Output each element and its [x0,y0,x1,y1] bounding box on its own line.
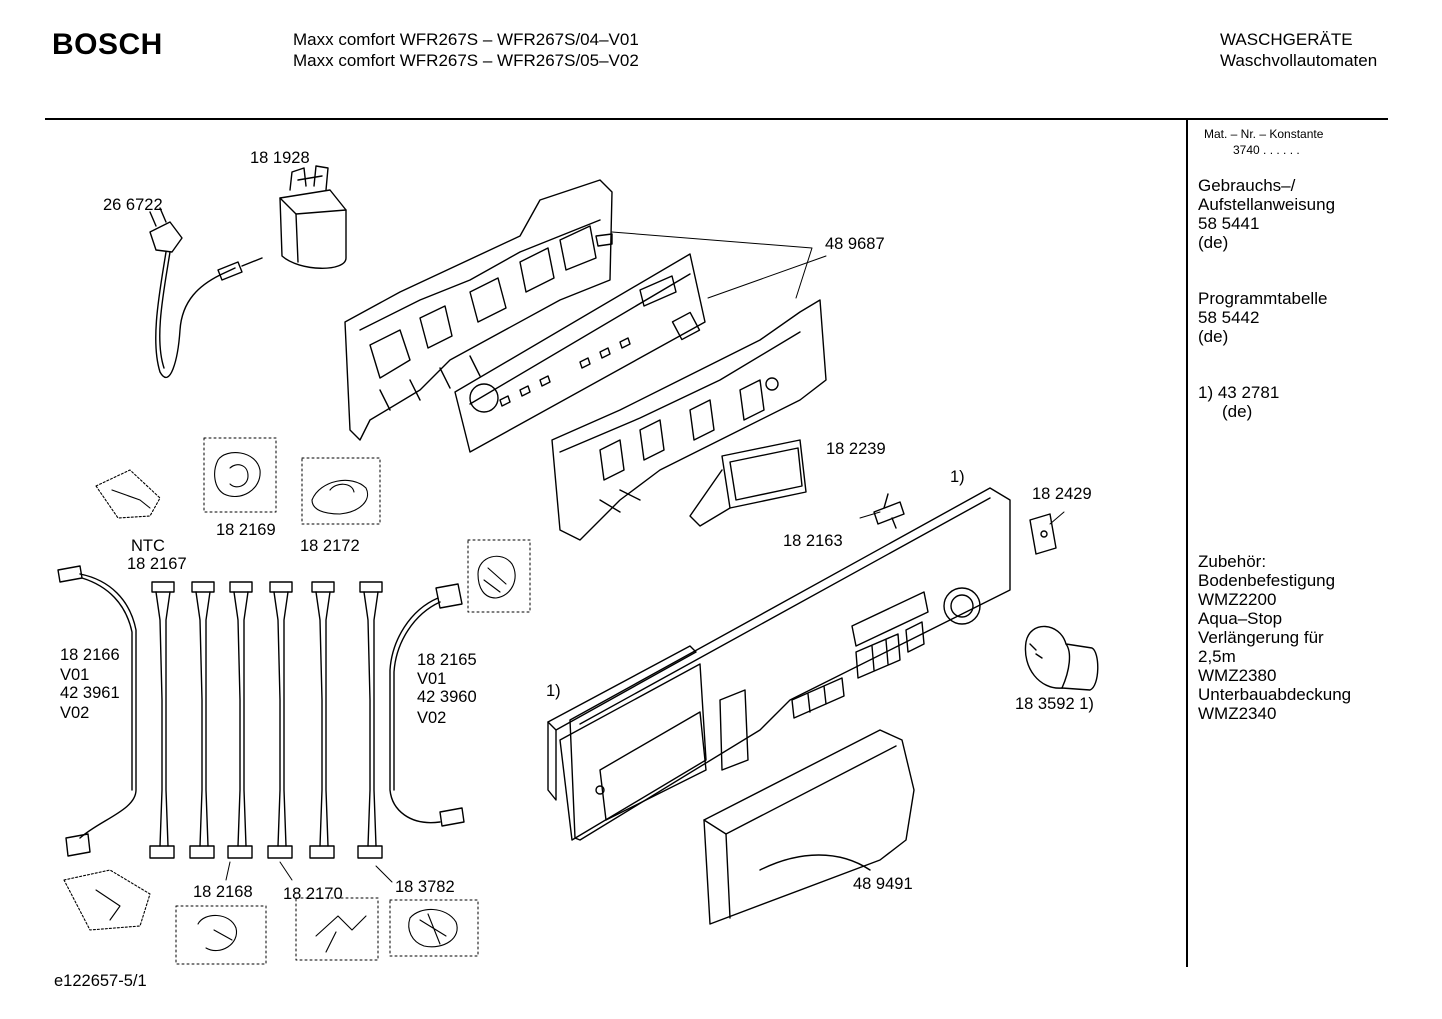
part-label-489491: 48 9491 [853,875,913,893]
component-sketch-contents [63,452,516,953]
part-label-183782: 18 3782 [395,878,455,896]
program-table-block: Programmtabelle 58 5442 (de) [1198,289,1327,346]
leader-lines [225,231,1065,883]
material-number-heading: Mat. – Nr. – Konstante [1204,127,1324,141]
part-label-182165: 18 2165 [417,651,477,669]
part-label-note-seal: 1) [546,682,561,700]
accessory-line: WMZ2340 [1198,704,1277,723]
part-label-423960-variant: V02 [417,709,447,727]
exploded-parts-drawing [57,165,1099,965]
control-frame-lower-illustration [551,299,827,541]
manual-line: (de) [1198,233,1229,252]
accessory-line: Unterbauabdeckung [1198,685,1352,704]
part-label-182163: 18 2163 [783,532,843,550]
accessory-line: WMZ2380 [1198,666,1277,685]
category-line-2: Waschvollautomaten [1220,51,1378,70]
program-line: 58 5442 [1198,308,1260,327]
control-panel-fascia-illustration [569,487,1011,841]
program-line: Programmtabelle [1198,289,1328,308]
accessory-line: Aqua–Stop [1198,609,1283,628]
clip-illustration [1029,513,1057,555]
program-line: (de) [1198,327,1229,346]
selector-switch-illustration [873,493,905,529]
part-label-181928: 18 1928 [250,149,310,167]
drawing-code: e122657-5/1 [54,972,147,990]
accessory-line: 2,5m [1198,647,1236,666]
footnote-line: (de) [1222,402,1253,421]
model-line-1: Maxx comfort WFR267S – WFR267S/04–V01 [293,30,639,49]
part-label-182168: 18 2168 [193,883,253,901]
wire-harness-group [57,565,465,859]
accessory-line: Bodenbefestigung [1198,571,1336,590]
control-frame-upper-illustration [344,179,613,441]
manual-line: Gebrauchs–/ [1198,176,1296,195]
component-sketch-boxes [175,437,531,965]
control-knob-illustration [1024,625,1099,691]
detergent-drawer-handle-illustration [703,729,915,925]
part-label-423961-variant: V02 [60,704,90,722]
part-label-ntc: NTC [131,537,165,555]
part-label-182429: 18 2429 [1032,485,1092,503]
sidebar-divider [1186,119,1188,967]
part-label-182165-variant: V01 [417,670,447,688]
header-divider [45,118,1388,120]
material-number-constant: 3740 . . . . . . [1233,143,1300,157]
part-label-182169: 18 2169 [216,521,276,539]
accessory-line: Zubehör: [1198,552,1267,571]
part-label-489687: 48 9687 [825,235,885,253]
brand-logo: BOSCH [52,28,163,61]
display-illustration [689,439,807,527]
control-board-illustration [454,253,706,453]
part-label-note-fascia: 1) [950,468,965,486]
drawer-seal-illustration [547,645,707,841]
manual-line: Aufstellanweisung [1198,195,1336,214]
part-label-182166-variant: V01 [60,666,90,684]
part-label-182166: 18 2166 [60,646,120,664]
filter-capacitor-illustration [279,165,347,269]
power-cord-illustration [149,207,263,379]
footnote-block: 1) 43 2781 (de) [1198,383,1279,421]
model-line-2: Maxx comfort WFR267S – WFR267S/05–V02 [293,51,639,70]
manual-block: Gebrauchs–/ Aufstellanweisung 58 5441 (d… [1198,176,1335,252]
part-label-183592: 18 3592 1) [1015,695,1094,713]
part-label-423960: 42 3960 [417,688,477,706]
accessories-block: Zubehör: Bodenbefestigung WMZ2200 Aqua–S… [1198,552,1351,723]
category-line-1: WASCHGERÄTE [1220,30,1353,49]
part-label-182170: 18 2170 [283,885,343,903]
accessory-line: Verlängerung für [1198,628,1324,647]
manual-line: 58 5441 [1198,214,1260,233]
part-label-182167: 18 2167 [127,555,187,573]
part-label-266722: 26 6722 [103,196,163,214]
part-label-423961: 42 3961 [60,684,120,702]
footnote-line: 1) 43 2781 [1198,383,1280,402]
accessory-line: WMZ2200 [1198,590,1277,609]
part-label-182172: 18 2172 [300,537,360,555]
part-label-182239: 18 2239 [826,440,886,458]
